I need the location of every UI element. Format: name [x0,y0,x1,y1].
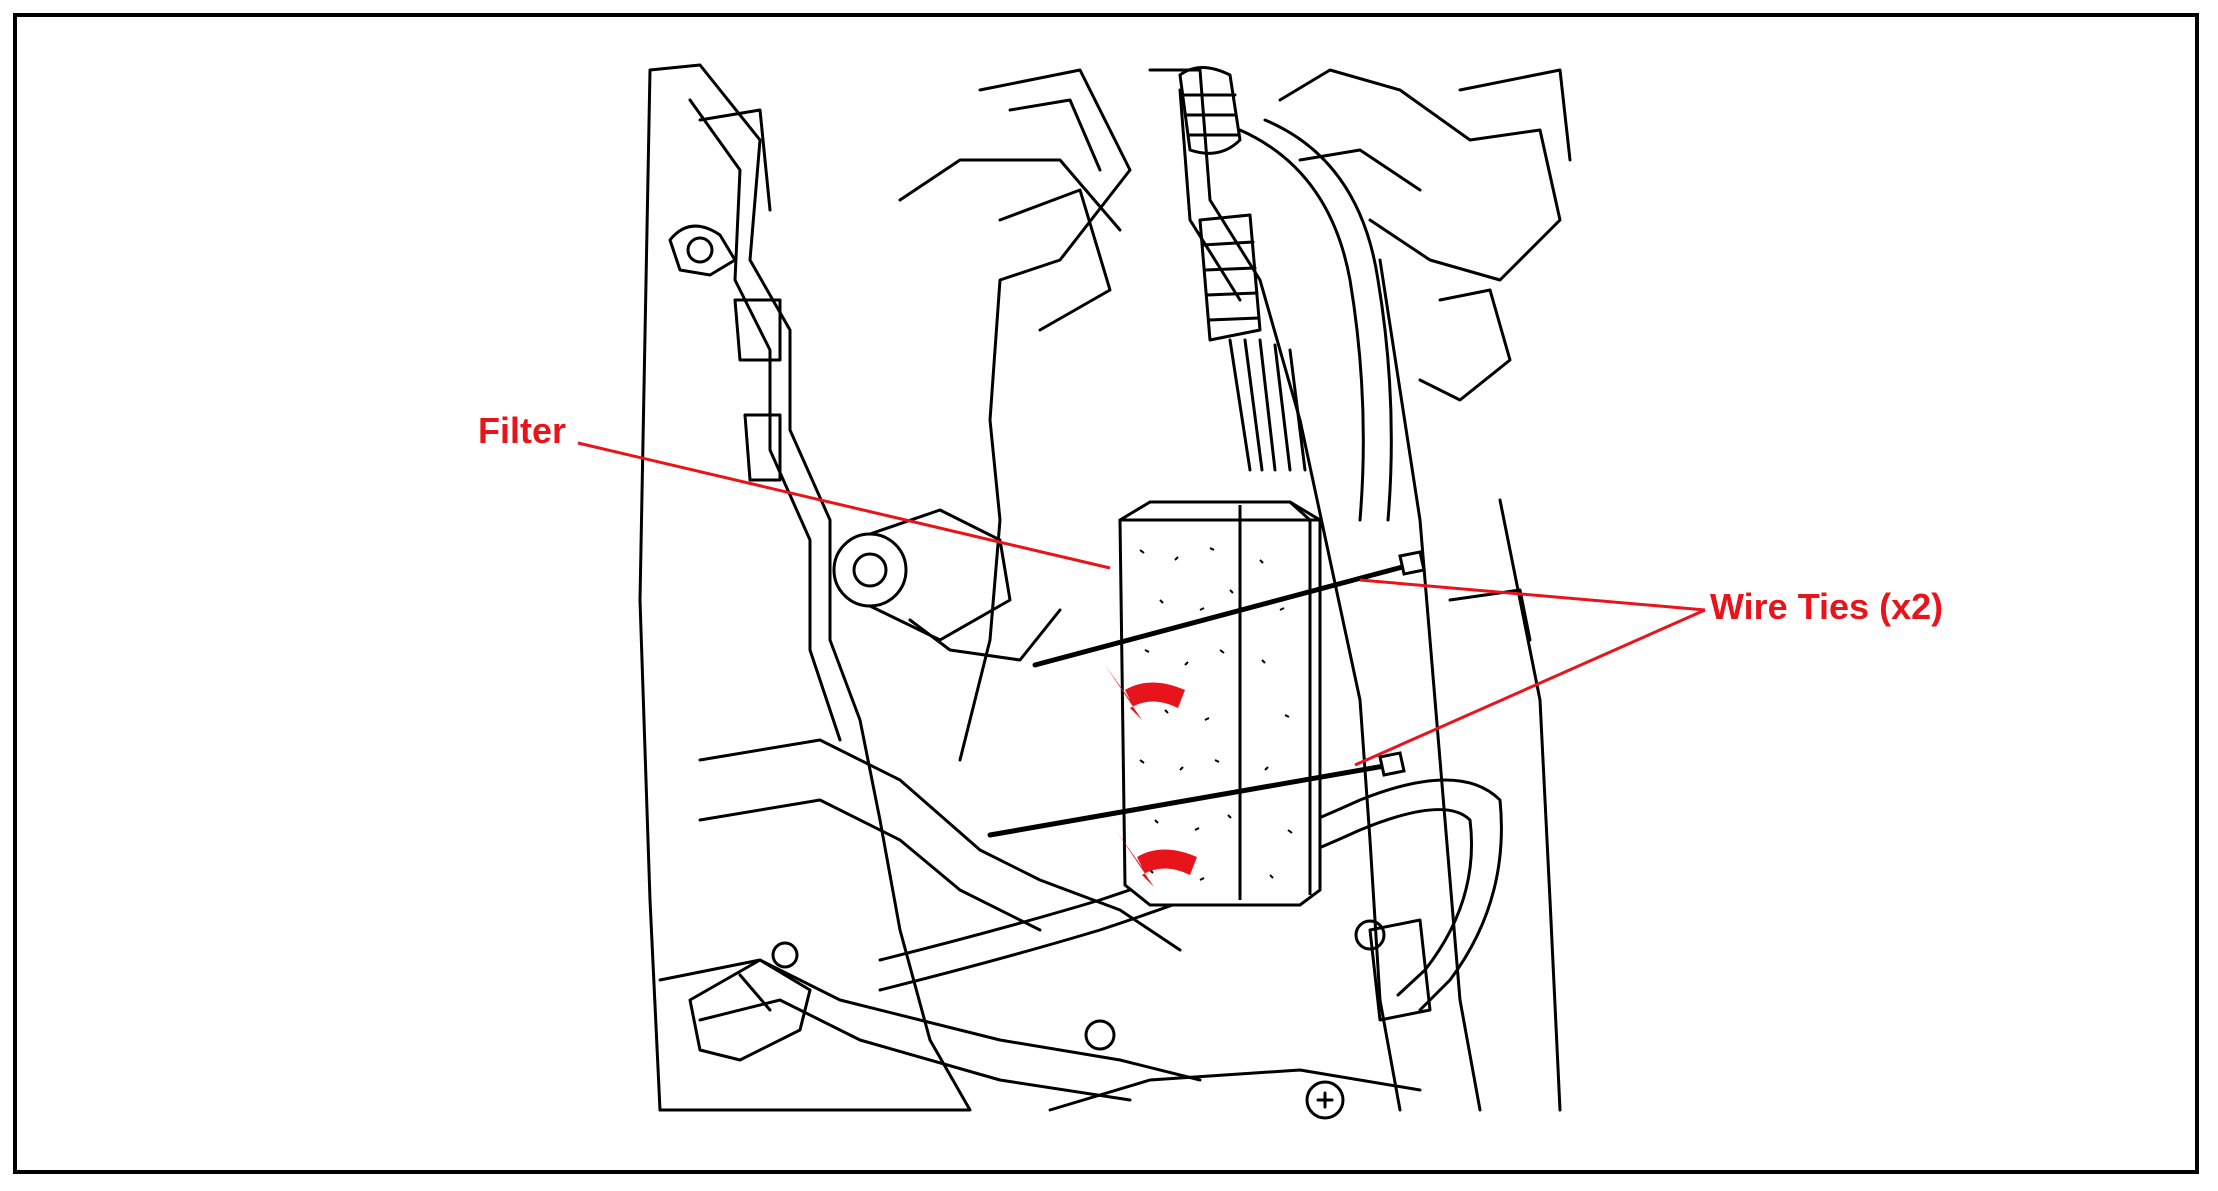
figure-frame [13,13,2199,1174]
callout-leaders [577,441,1706,767]
wire-tie-heads [1378,550,1426,777]
filter-callout: Filter [478,410,567,451]
wire-ties [987,562,1413,838]
wire-ties-callout: Wire Ties (x2) [1710,586,1944,627]
filter-stipple [1139,547,1293,881]
direction-arrows [1105,665,1197,887]
filter-body [1118,500,1322,907]
vehicle-line-art [638,63,1572,1120]
